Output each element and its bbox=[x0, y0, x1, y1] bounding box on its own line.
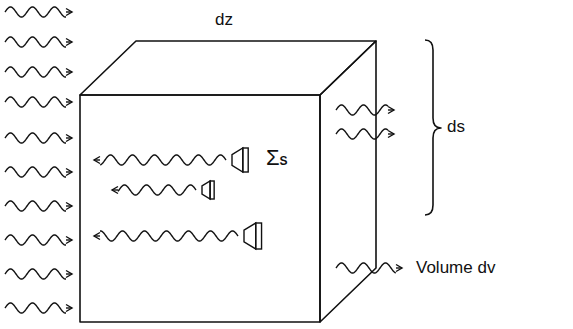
wave-line bbox=[336, 129, 388, 139]
wave-line bbox=[5, 97, 66, 107]
scatterer-symbol bbox=[210, 181, 214, 199]
cube-front-face bbox=[80, 95, 320, 322]
wave-line bbox=[5, 67, 66, 77]
arrow-head bbox=[388, 107, 394, 114]
size-brace bbox=[425, 40, 441, 215]
arrow-head bbox=[388, 131, 394, 138]
cross-section-label: ΣS bbox=[266, 146, 288, 170]
scatterer-symbol bbox=[243, 148, 248, 172]
arrow-head bbox=[66, 203, 72, 210]
wave-line bbox=[5, 7, 66, 17]
wave-line bbox=[5, 303, 66, 313]
scatterer-symbol bbox=[244, 223, 256, 249]
wave-line bbox=[336, 105, 388, 115]
cube-top-face bbox=[80, 41, 376, 95]
arrow-head bbox=[66, 39, 72, 46]
wave-line bbox=[5, 269, 66, 279]
wave-line bbox=[100, 155, 226, 165]
scatterer-symbol bbox=[202, 181, 210, 199]
arrow-head bbox=[396, 265, 402, 272]
wave-line bbox=[5, 201, 66, 211]
volume-label: Volume dv bbox=[416, 259, 495, 278]
wave-line bbox=[5, 235, 66, 245]
dimension-label: dz bbox=[215, 11, 233, 30]
wave-line bbox=[118, 185, 196, 195]
wave-line bbox=[5, 37, 66, 47]
wave-line bbox=[5, 133, 66, 143]
arrow-head bbox=[66, 99, 72, 106]
arrow-head bbox=[66, 135, 72, 142]
arrow-head bbox=[94, 233, 100, 240]
wave-line bbox=[5, 167, 66, 177]
wave-line bbox=[336, 263, 396, 273]
arrow-head bbox=[66, 271, 72, 278]
wave-group bbox=[5, 7, 402, 313]
arrow-head bbox=[66, 305, 72, 312]
arrow-head bbox=[66, 237, 72, 244]
dimension-label: ds bbox=[447, 118, 465, 137]
arrow-head bbox=[66, 69, 72, 76]
scatterer-symbol bbox=[232, 148, 243, 172]
wave-line bbox=[100, 231, 238, 241]
arrow-head bbox=[94, 157, 100, 164]
scatterer-symbol bbox=[256, 223, 262, 249]
arrow-head bbox=[66, 9, 72, 16]
cube-side-face bbox=[320, 41, 376, 322]
arrow-head bbox=[66, 169, 72, 176]
arrow-head bbox=[112, 187, 118, 194]
